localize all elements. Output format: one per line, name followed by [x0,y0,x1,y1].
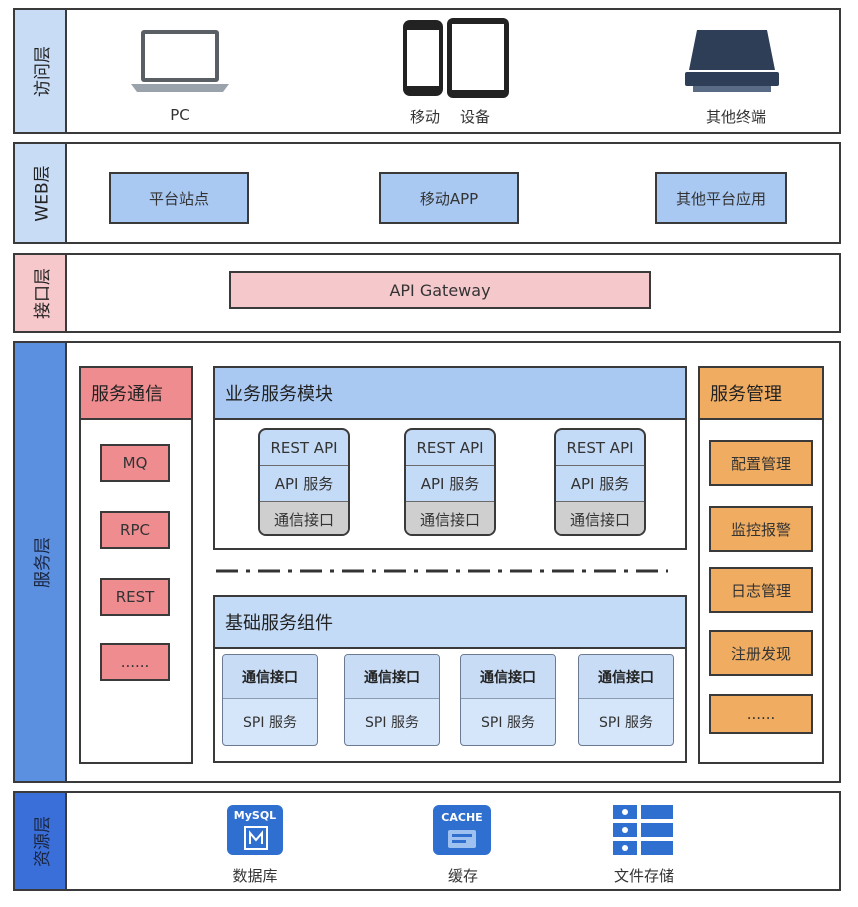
resource-layer: 资源层 MySQL 数据库 CACHE 缓存 文件存储 [13,791,841,891]
base-components-title: 基础服务组件 [215,597,685,649]
comm-chip-mq: MQ [100,444,170,482]
mysql-logo-text: MySQL [233,809,277,822]
interface-layer-label: 接口层 [15,255,67,331]
platform-site-box: 平台站点 [109,172,249,224]
business-module-1: REST API API 服务 通信接口 [258,428,350,536]
comm-chip-rest: REST [100,578,170,616]
base-component-2: 通信接口 SPI 服务 [344,654,440,746]
spi-service-label: SPI 服务 [243,715,297,731]
dash-dot-separator [216,569,668,573]
web-layer-label: WEB层 [15,144,67,242]
spi-service-label: SPI 服务 [599,715,653,731]
access-mobile-left-label: 移动 [409,108,440,126]
rest-api-label: REST API [556,430,644,466]
resource-layer-label: 资源层 [15,793,67,889]
other-platform-app-box: 其他平台应用 [655,172,787,224]
comm-interface-label: 通信接口 [345,655,439,699]
web-layer: WEB层 平台站点 移动APP 其他平台应用 [13,142,841,244]
base-component-4: 通信接口 SPI 服务 [578,654,674,746]
comm-interface-label: 通信接口 [406,502,494,534]
business-module-3: REST API API 服务 通信接口 [554,428,646,536]
file-storage-label: 文件存储 [613,867,674,885]
mobile-devices-icon [403,18,509,98]
rest-api-label: REST API [260,430,348,466]
rest-api-label: REST API [406,430,494,466]
comm-chip-rpc: RPC [100,511,170,549]
interface-layer: 接口层 API Gateway [13,253,841,333]
access-pc-label: PC [170,106,190,124]
service-mgmt-title: 服务管理 [700,368,822,420]
mobile-app-box: 移动APP [379,172,519,224]
service-layer-label: 服务层 [15,343,67,781]
access-layer-label: 访问层 [15,10,67,132]
spi-service-label: SPI 服务 [481,715,535,731]
mgmt-chip-more: ...... [709,694,813,734]
mgmt-chip-registry: 注册发现 [709,630,813,676]
laptop-icon [131,30,229,92]
mgmt-chip-config: 配置管理 [709,440,813,486]
business-module-title: 业务服务模块 [215,368,685,420]
business-module-2: REST API API 服务 通信接口 [404,428,496,536]
api-service-label: API 服务 [406,466,494,502]
base-component-1: 通信接口 SPI 服务 [222,654,318,746]
comm-chip-more: ...... [100,643,170,681]
comm-interface-label: 通信接口 [461,655,555,699]
mysql-icon: MySQL [227,805,283,855]
spi-service-label: SPI 服务 [365,715,419,731]
terminal-icon [685,30,779,92]
service-comm-panel: 服务通信 [79,366,193,764]
database-label: 数据库 [232,867,278,885]
file-storage-icon [613,805,673,855]
api-service-label: API 服务 [260,466,348,502]
mgmt-chip-monitor: 监控报警 [709,506,813,552]
mgmt-chip-log: 日志管理 [709,567,813,613]
access-layer: 访问层 PC 移动 设备 其他终端 [13,8,841,134]
comm-interface-label: 通信接口 [223,655,317,699]
api-gateway-box: API Gateway [229,271,651,309]
comm-interface-label: 通信接口 [579,655,673,699]
api-service-label: API 服务 [556,466,644,502]
comm-interface-label: 通信接口 [556,502,644,534]
access-other-label: 其他终端 [705,108,766,126]
comm-interface-label: 通信接口 [260,502,348,534]
access-mobile-right-label: 设备 [459,108,490,126]
cache-logo-text: CACHE [441,811,483,824]
cache-label: 缓存 [447,867,478,885]
cache-icon: CACHE [433,805,491,855]
service-comm-title: 服务通信 [81,368,191,420]
base-component-3: 通信接口 SPI 服务 [460,654,556,746]
